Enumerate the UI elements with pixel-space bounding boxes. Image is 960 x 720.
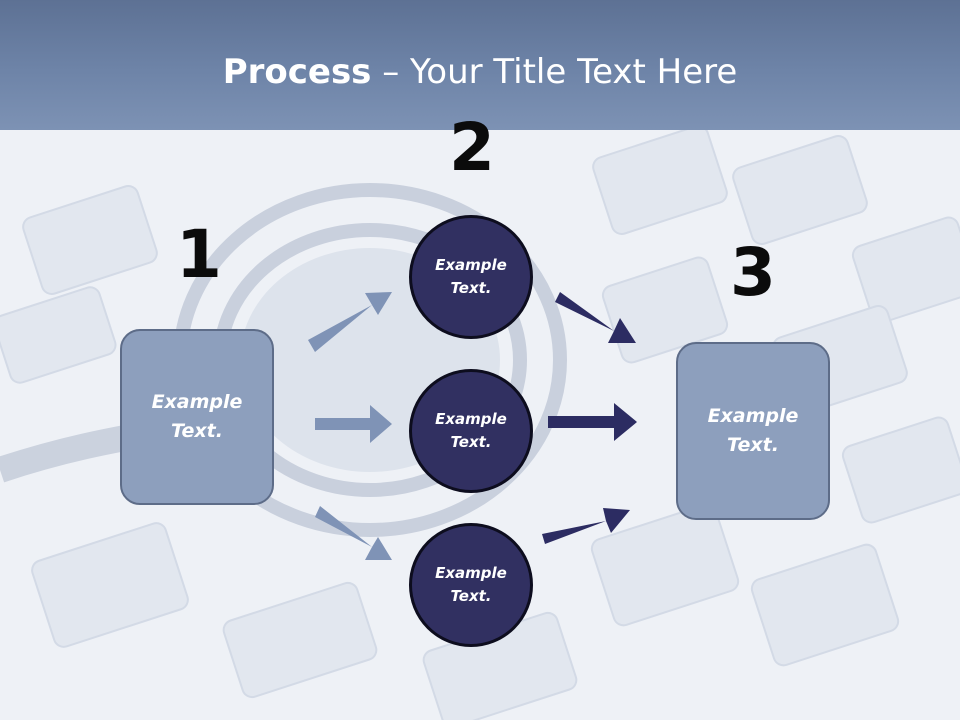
step-2-circle-middle: Example Text.	[409, 369, 533, 493]
step-2-circle-middle-text: Example Text.	[435, 410, 507, 451]
step-3-box: Example Text.	[676, 342, 830, 520]
step-2-circle-top-text: Example Text.	[435, 256, 507, 297]
step-1-box: Example Text.	[120, 329, 274, 505]
step-number-3: 3	[730, 234, 776, 311]
slide-title: Process – Your Title Text Here	[0, 52, 960, 92]
step-2-circle-bottom-text: Example Text.	[435, 564, 507, 605]
step-2-circle-bottom: Example Text.	[409, 523, 533, 647]
step-number-1: 1	[176, 216, 222, 293]
title-band	[0, 0, 960, 130]
step-2-circle-top: Example Text.	[409, 215, 533, 339]
step-3-box-text: Example Text.	[707, 405, 799, 456]
step-number-2: 2	[449, 109, 495, 186]
title-rest: – Your Title Text Here	[371, 52, 738, 92]
title-bold: Process	[222, 52, 372, 92]
step-1-box-text: Example Text.	[151, 391, 243, 442]
